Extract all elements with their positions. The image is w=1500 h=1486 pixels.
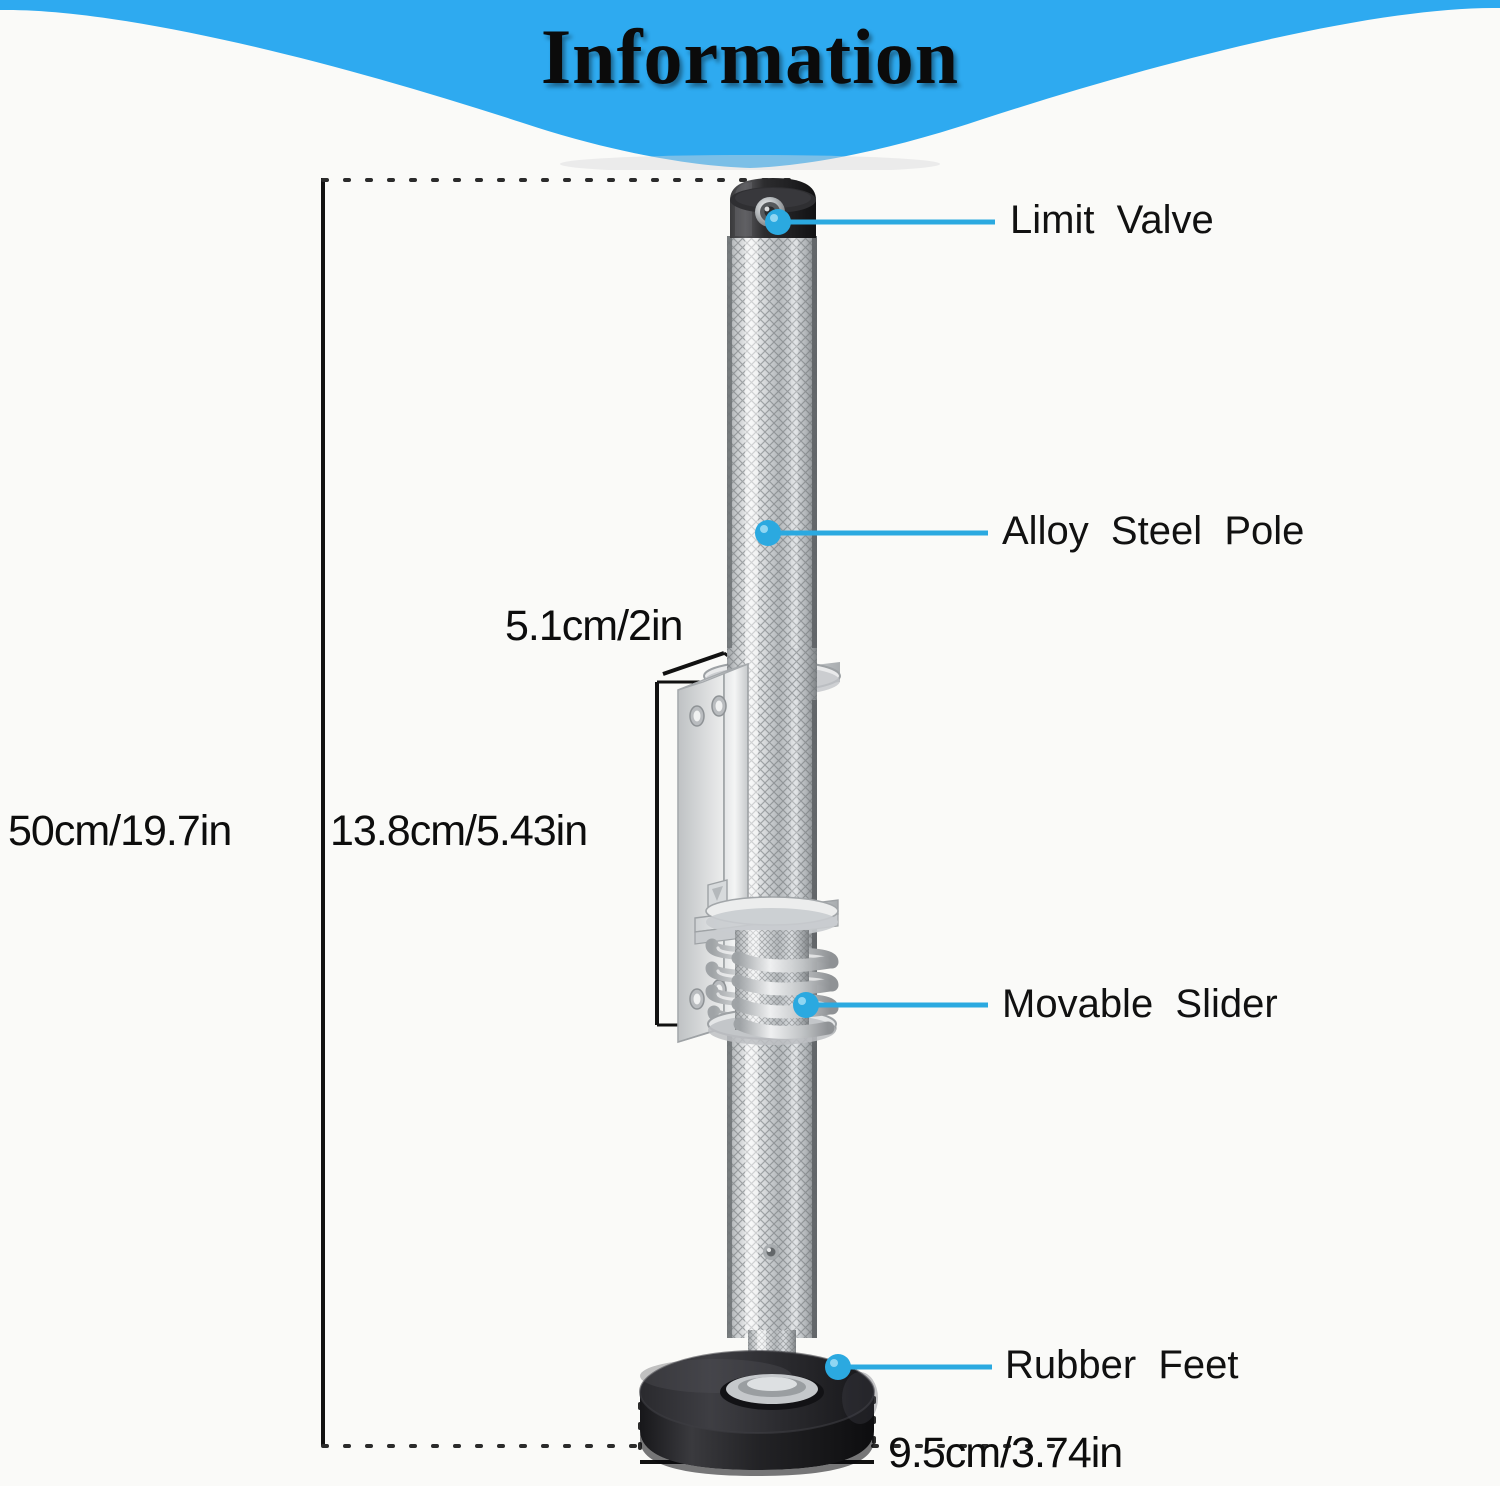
callout-label-alloy-steel-pole: Alloy Steel Pole xyxy=(1002,509,1305,553)
banner-shadow xyxy=(560,155,940,170)
rubber-foot xyxy=(639,1330,878,1476)
leader-limit-valve xyxy=(765,209,995,235)
callout-label-limit-valve: Limit Valve xyxy=(1010,198,1214,242)
callout-label-movable-slider: Movable Slider xyxy=(1002,982,1278,1026)
dimension-label-bracket-depth: 5.1cm/2in xyxy=(505,602,683,650)
banner-wave-right xyxy=(750,7,1500,170)
leader-movable-slider xyxy=(793,992,988,1018)
dimension-total-height xyxy=(321,178,1062,1448)
dimension-label-bracket-height: 13.8cm/5.43in xyxy=(330,807,588,855)
callout-leaders xyxy=(755,209,995,1380)
leader-alloy-pole xyxy=(755,520,988,546)
dimension-label-total-height: 50cm/19.7in xyxy=(8,807,232,855)
banner-shape xyxy=(0,0,1500,170)
banner-wave-left xyxy=(0,9,750,170)
callout-label-rubber-feet: Rubber Feet xyxy=(1005,1343,1239,1387)
dimension-label-foot-width: 9.5cm/3.74in xyxy=(888,1429,1123,1477)
leader-rubber-feet xyxy=(825,1354,992,1380)
header-banner: Information xyxy=(0,0,1500,170)
slider-spring-front xyxy=(731,951,837,1039)
